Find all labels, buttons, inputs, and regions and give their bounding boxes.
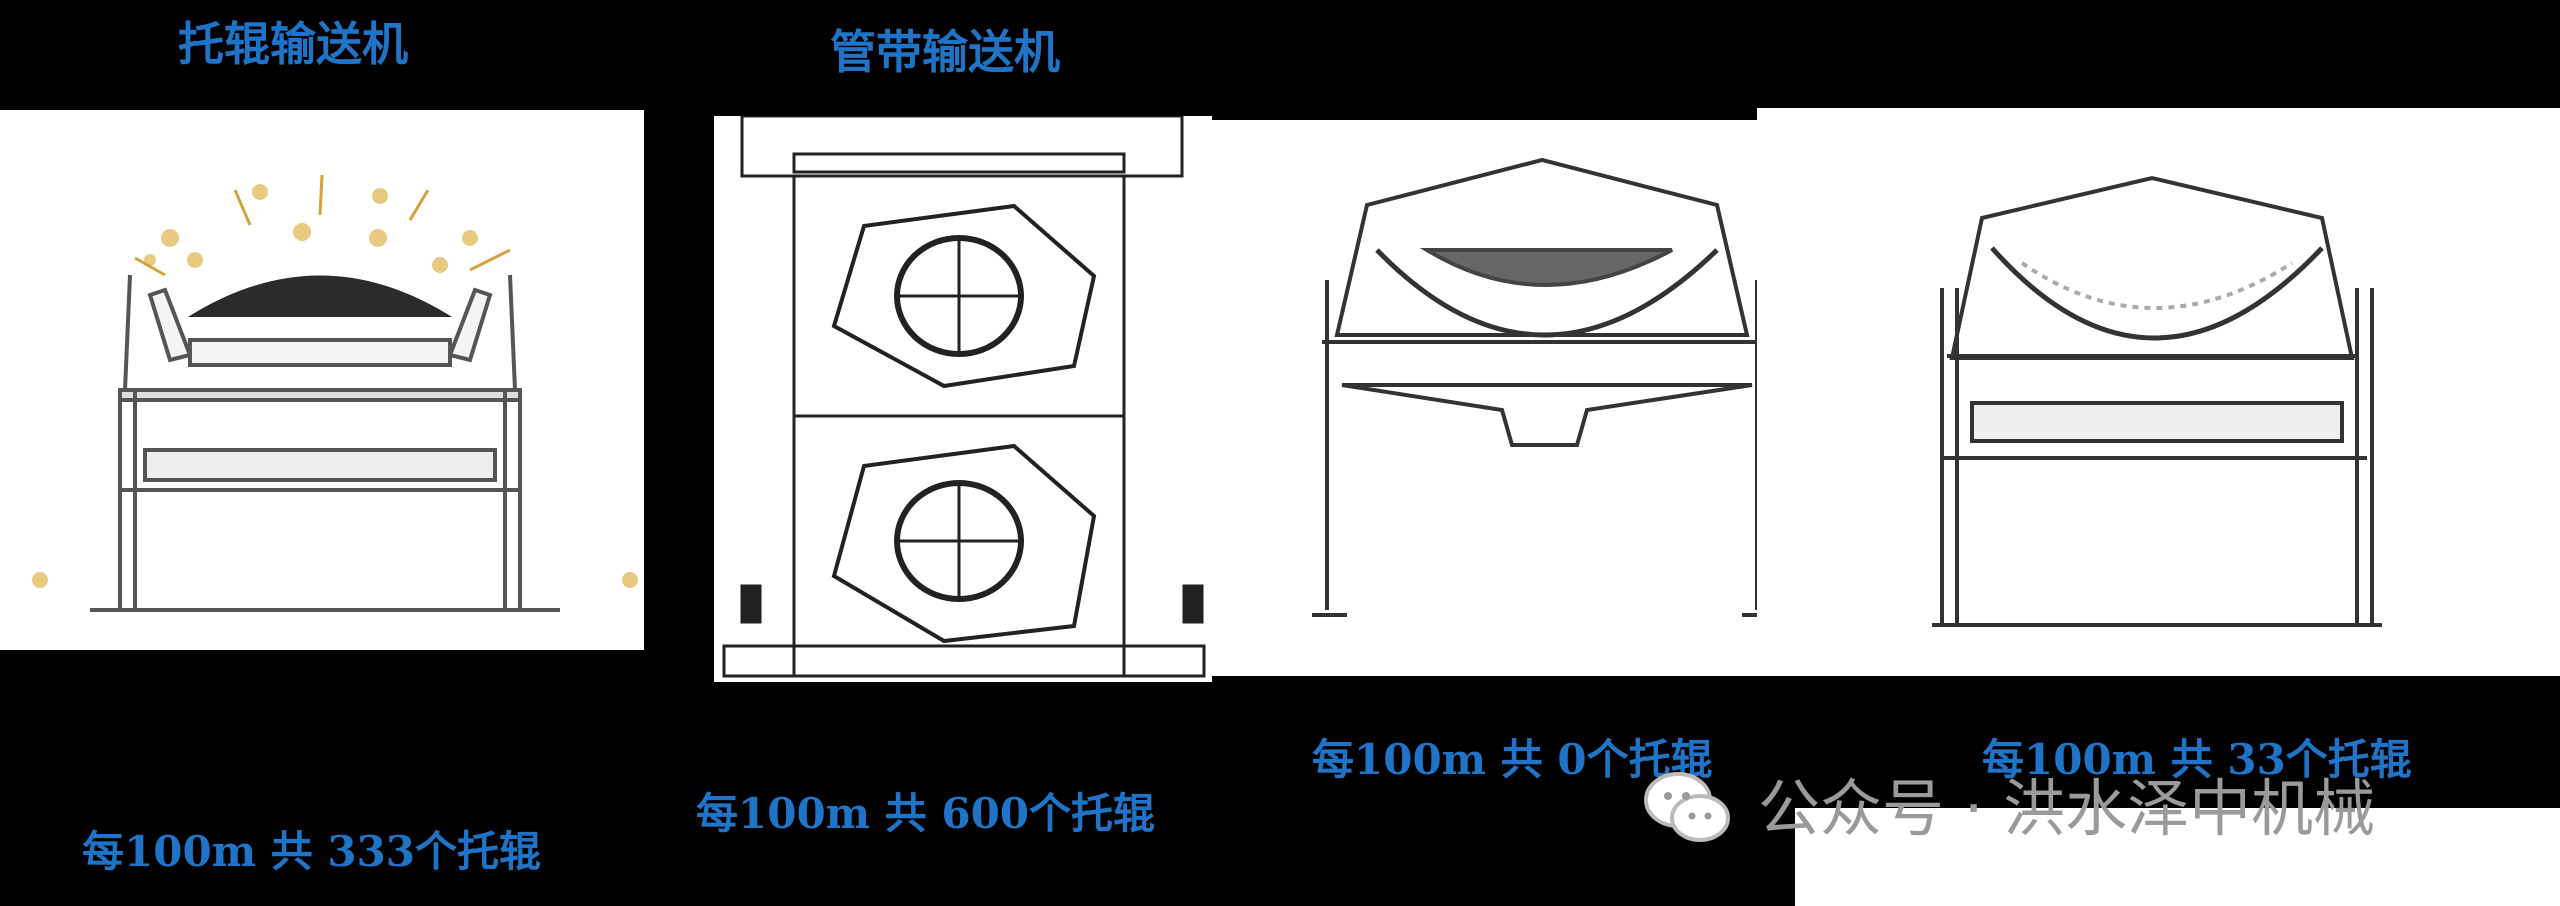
pipe-conveyor-drawing: [722, 116, 1206, 678]
watermark-text: 公众号 · 洪水泽中机械: [1758, 772, 2376, 845]
pipe-conveyor-caption: 每100m 共 600个托辊: [696, 789, 1156, 838]
idler-conveyor-diagram: [0, 110, 644, 650]
design-a-drawing: [1312, 157, 1757, 617]
design-b-caption: 每100m 共 33个托辊: [1982, 735, 2412, 784]
wechat-icon: [1644, 772, 1730, 842]
design-b-diagram: [1757, 108, 2560, 676]
design-a-diagram: [1212, 120, 1757, 676]
watermark-background: [1795, 808, 2560, 906]
idler-conveyor-caption: 每100m 共 333个托辊: [82, 827, 542, 876]
idler-conveyor-title: 托辊输送机: [178, 17, 408, 71]
pipe-conveyor-diagram: [714, 116, 1212, 682]
dust-particles: [32, 184, 638, 588]
design-b-drawing: [1932, 175, 2382, 627]
design-a-caption: 每100m 共 0个托辊: [1312, 735, 1713, 784]
pipe-conveyor-title: 管带输送机: [830, 25, 1060, 79]
idler-conveyor-drawing: [32, 174, 638, 612]
